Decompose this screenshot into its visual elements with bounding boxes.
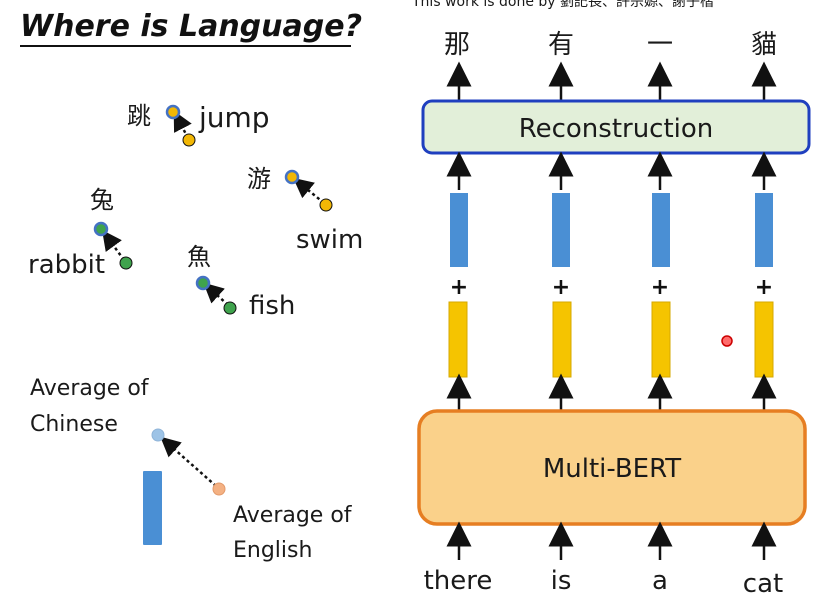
dot-zh-fish [195,275,211,291]
language-vectors [450,193,773,267]
avg-chinese-label-line2: Chinese [30,412,118,437]
yellow-vector-3 [651,301,671,378]
dot-en-swim [319,198,333,212]
output-token-4: 貓 [751,30,777,60]
pair-swim: 游 swim [247,165,363,255]
zh-word-swim: 游 [247,165,271,193]
plus-sign-1: + [450,275,468,300]
dot-en-rabbit [119,256,133,270]
zh-word-rabbit: 兔 [90,186,114,214]
input-token-1: there [424,566,493,596]
blue-vector-2 [552,193,570,267]
output-token-1: 那 [444,30,470,60]
difference-vector-bar [143,471,162,545]
avg-english-label-line1: Average of [233,503,353,528]
arrow-jump [173,110,192,139]
arrow-fish [203,282,229,306]
input-token-3: a [652,566,668,596]
multi-bert-box [417,409,807,526]
output-token-2: 有 [548,30,574,60]
en-word-rabbit: rabbit [28,250,105,280]
en-word-swim: swim [296,225,363,255]
en-word-fish: fish [249,291,295,321]
yellow-vector-1 [448,301,468,378]
architecture-diagram: 那 有 一 貓 Reconstruction + + [417,30,811,599]
reconstruction-box [421,99,811,155]
multi-bert-label: Multi-BERT [543,454,681,484]
pair-rabbit: 兔 rabbit [28,186,133,280]
model-to-embedding-arrows [446,373,777,410]
dot-en-jump [182,133,196,147]
blue-vector-4 [755,193,773,267]
output-token-3: 一 [647,30,673,60]
language-average-legend: Average of Chinese Average of English [30,376,353,563]
dot-avg-chinese [151,428,165,442]
avg-chinese-label-line1: Average of [30,376,150,401]
dot-zh-rabbit [93,221,109,237]
yellow-vector-4 [754,301,774,378]
blue-vector-1 [450,193,468,267]
input-arrows [446,521,777,560]
pair-jump: 跳 jump [127,101,270,147]
blue-vector-3 [652,193,670,267]
dot-zh-swim [284,169,300,185]
plus-sign-4: + [755,275,773,300]
yellow-vector-2 [552,301,572,378]
arrow-language-shift [160,436,217,487]
laser-pointer-dot [721,335,733,347]
token-embeddings [448,301,774,378]
dot-en-fish [223,301,237,315]
blue-to-reconstruction-arrows [446,151,777,190]
zh-word-jump: 跳 [127,102,151,130]
dot-avg-english [212,482,226,496]
input-token-2: is [551,566,572,596]
input-token-4: cat [743,569,783,599]
plus-sign-2: + [552,275,570,300]
embedding-space: 跳 jump 游 swim 兔 rabbit 魚 f [28,101,363,563]
dot-zh-jump [165,104,181,120]
arrow-swim [293,177,325,204]
arrow-rabbit [102,229,126,261]
zh-word-fish: 魚 [187,243,211,271]
top-caption: This work is done by 劉記長、許宗嫄、謝子楷 [411,0,714,10]
en-word-jump: jump [198,101,270,134]
reconstruction-label: Reconstruction [519,114,714,144]
pair-fish: 魚 fish [187,243,295,321]
output-arrows [446,61,777,100]
avg-english-label-line2: English [233,538,312,563]
plus-sign-3: + [651,275,669,300]
slide-title: Where is Language? [20,9,362,44]
